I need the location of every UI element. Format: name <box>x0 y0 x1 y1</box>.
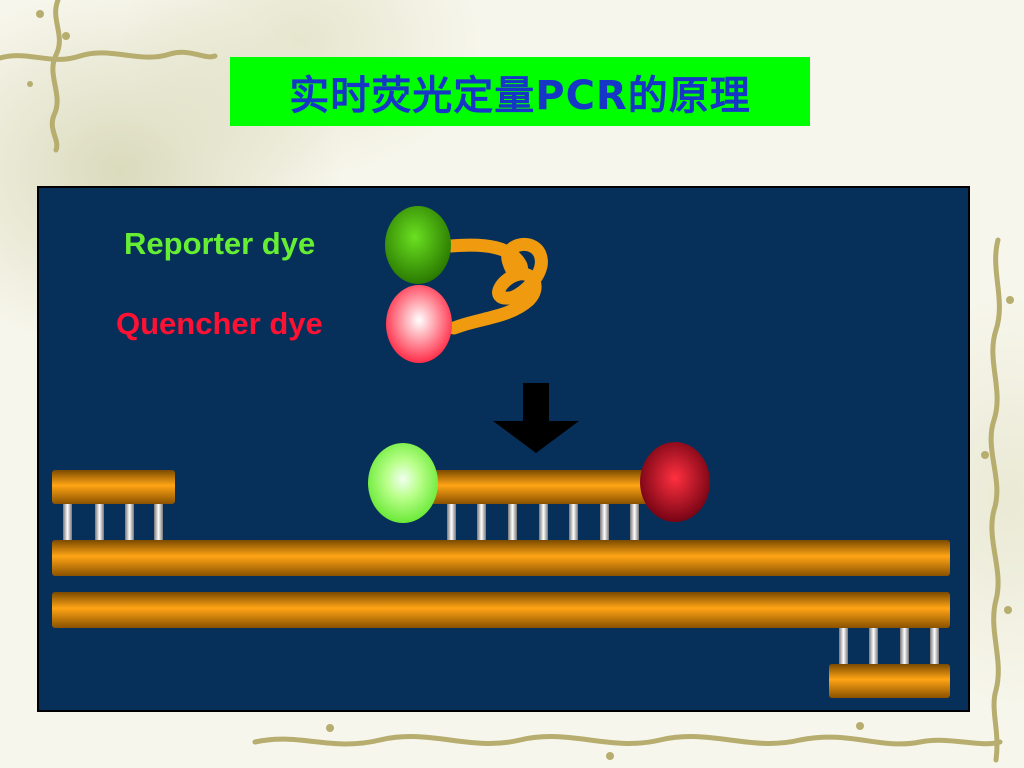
base-pair-rungs-right <box>839 628 939 664</box>
reporter-dye-icon <box>385 206 451 284</box>
quencher-dye-icon <box>386 285 452 363</box>
base-pair-rungs-probe <box>447 504 639 540</box>
down-arrow-icon <box>493 383 579 453</box>
reporter-dye-label: Reporter dye <box>124 226 316 261</box>
released-reporter-dye-icon <box>368 443 438 523</box>
primer-strand <box>52 470 175 504</box>
template-strand-top <box>52 540 950 576</box>
title-box: 实时荧光定量PCR的原理 <box>230 57 810 126</box>
slide-title: 实时荧光定量PCR的原理 <box>289 72 751 119</box>
reverse-primer-strand <box>829 664 950 698</box>
template-strand-bottom <box>52 592 950 628</box>
pcr-probe-diagram <box>52 206 950 698</box>
base-pair-rungs-left <box>63 504 163 540</box>
probe-icon <box>444 237 548 335</box>
quencher-dye-label: Quencher dye <box>116 306 323 341</box>
diagram-panel: Reporter dye Quencher dye <box>37 186 970 712</box>
attached-quencher-dye-icon <box>640 442 710 522</box>
bound-probe-strand <box>429 470 654 504</box>
